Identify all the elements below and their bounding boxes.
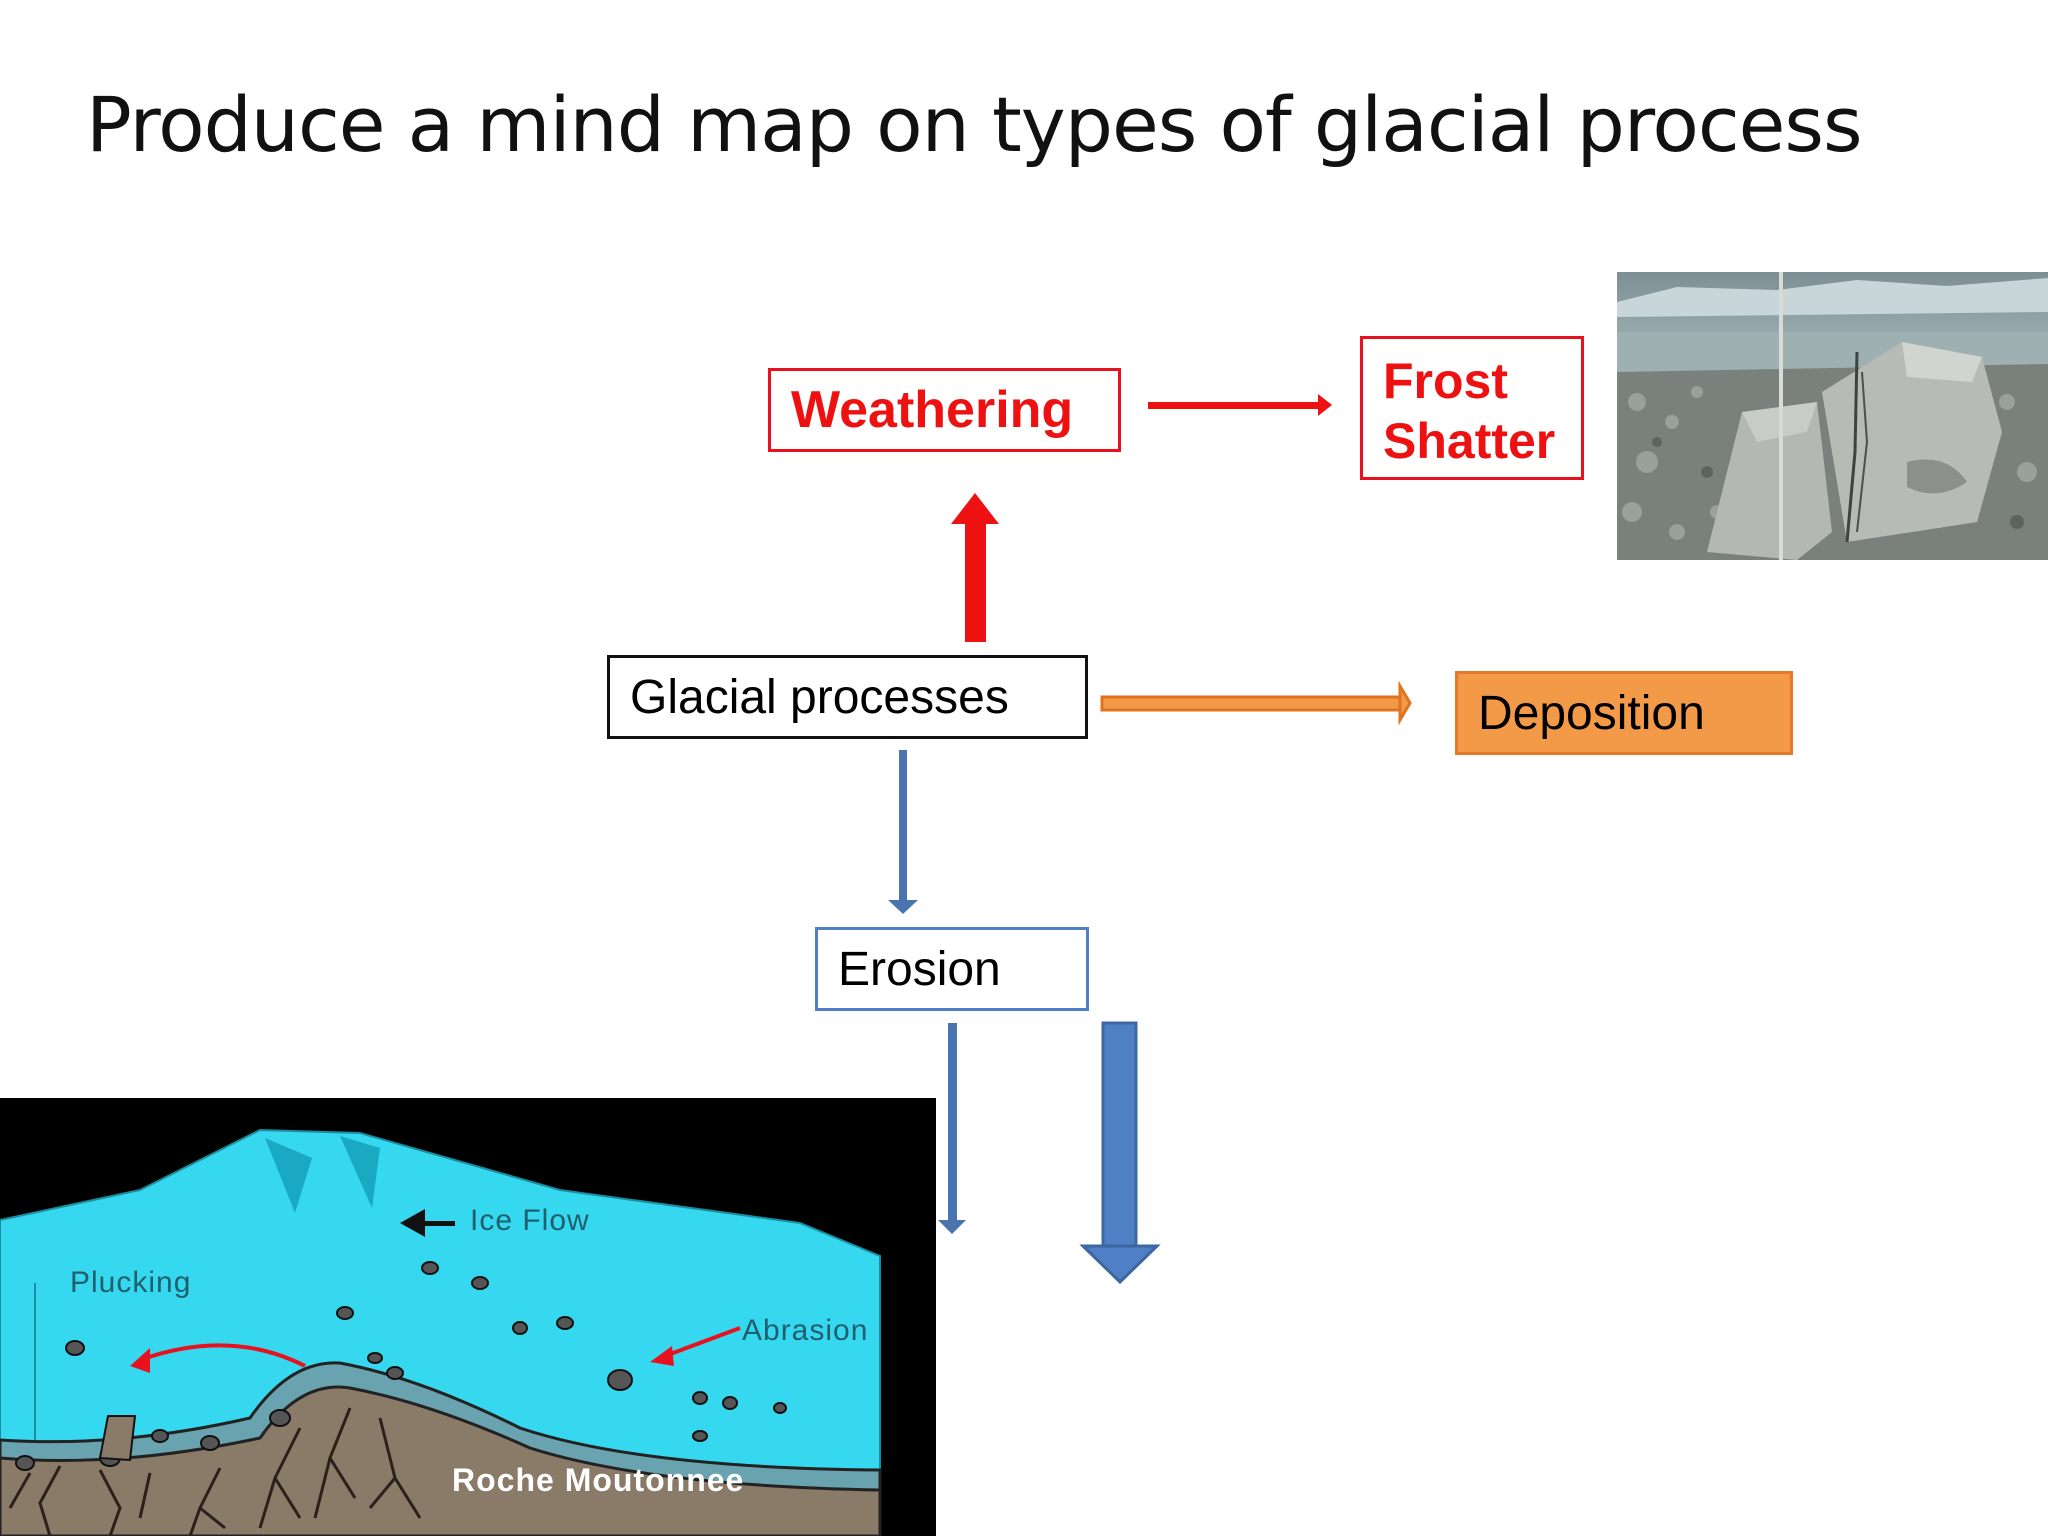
node-glacial-label: Glacial processes — [630, 670, 1009, 724]
node-erosion: Erosion — [815, 927, 1089, 1011]
arrow-erosion-plucking — [938, 1023, 966, 1234]
label-roche-moutonnee: Roche Moutonnee — [452, 1462, 745, 1498]
arrow-to-erosion — [888, 750, 918, 914]
node-weathering-label: Weathering — [791, 381, 1074, 439]
roche-moutonnee-diagram: Ice Flow Plucking Abrasion Roche Moutonn… — [0, 1098, 936, 1536]
node-erosion-label: Erosion — [838, 942, 1001, 996]
node-frost-shatter: Frost Shatter — [1360, 336, 1584, 480]
label-plucking: Plucking — [70, 1266, 192, 1299]
node-weathering: Weathering — [768, 368, 1121, 452]
node-glacial-processes: Glacial processes — [607, 655, 1088, 739]
label-ice-flow: Ice Flow — [470, 1204, 590, 1237]
arrow-to-frost-shatter — [1148, 394, 1332, 416]
node-deposition: Deposition — [1455, 671, 1793, 755]
frost-shatter-photo — [1617, 272, 2048, 560]
node-frost-line2: Shatter — [1383, 413, 1556, 469]
node-frost-line1: Frost — [1383, 353, 1508, 409]
arrow-erosion-abrasion — [1079, 1021, 1161, 1285]
arrow-to-weathering — [951, 493, 999, 642]
slide-title: Produce a mind map on types of glacial p… — [86, 80, 1863, 169]
label-abrasion: Abrasion — [742, 1314, 869, 1347]
arrow-to-deposition — [1100, 680, 1412, 726]
node-deposition-label: Deposition — [1478, 686, 1705, 740]
